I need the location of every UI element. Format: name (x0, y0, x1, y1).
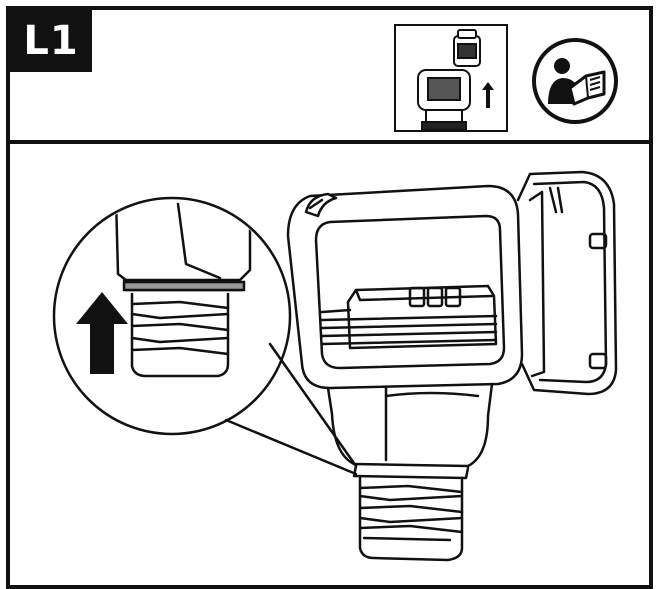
instruction-frame: L1 (6, 6, 653, 589)
thread-collar (352, 464, 470, 480)
side-light-panel (516, 170, 618, 396)
read-manual-icon (530, 36, 620, 126)
detail-magnifier (52, 196, 292, 436)
lamp-head-outer (286, 184, 524, 390)
top-button (304, 192, 338, 218)
threaded-base (358, 476, 464, 562)
illustration-panel (10, 144, 649, 585)
header-panel: L1 (10, 10, 649, 144)
lamp-head-inner (314, 214, 506, 370)
battery-removal-thumbnail-icon (417, 29, 494, 130)
work-light-battery-base-detail (52, 170, 618, 562)
step-label: L1 (10, 10, 92, 72)
up-arrow-icon (76, 292, 128, 374)
base-housing (326, 382, 494, 468)
battery-removal-thumbnail (394, 24, 508, 132)
